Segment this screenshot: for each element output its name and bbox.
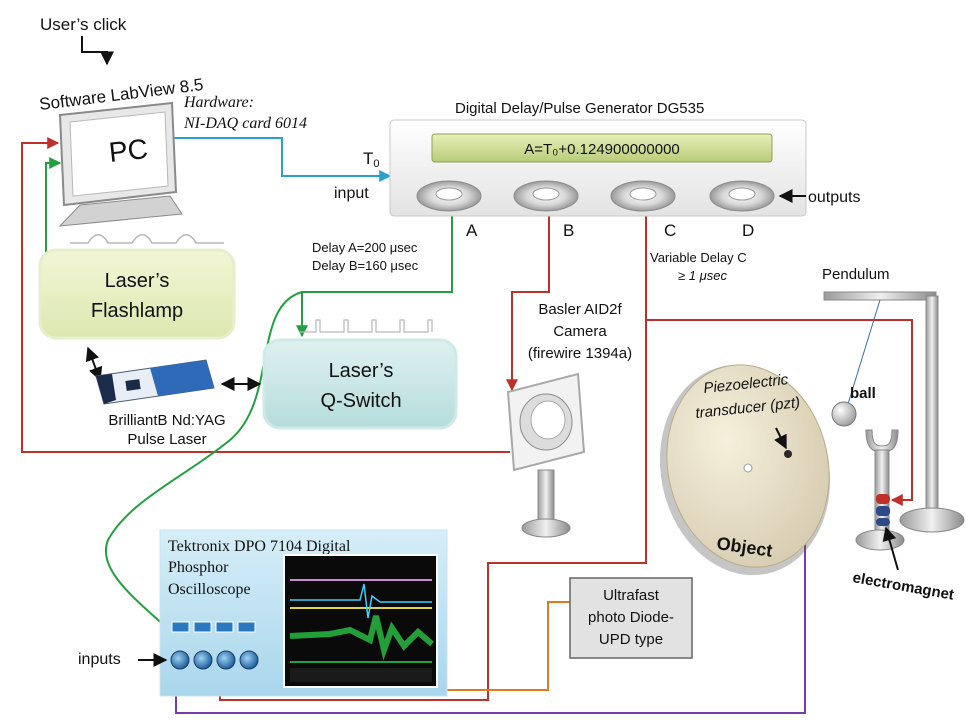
flashlamp-line1: Laser’s	[105, 270, 170, 292]
blue-wire-pc-to-t0	[172, 137, 392, 182]
inputs-label: inputs	[78, 651, 121, 668]
oscilloscope: Tektronix DPO 7104 Digital Phosphor Osci…	[159, 529, 448, 697]
input-knob-2[interactable]	[193, 650, 213, 670]
output-knob-b[interactable]	[513, 180, 579, 212]
outputs-label: outputs	[808, 189, 860, 206]
hardware-label-line1: Hardware:	[183, 94, 254, 111]
pc-screen-label: PC	[107, 133, 149, 168]
ball-label: ball	[850, 385, 876, 402]
laser-head-icon	[95, 359, 215, 405]
electromagnet-arrow	[882, 526, 899, 571]
output-knob-a[interactable]	[416, 180, 482, 212]
input-knob-1[interactable]	[170, 650, 190, 670]
delay-generator-title: Digital Delay/Pulse Generator DG535	[455, 100, 704, 117]
input-knob-4[interactable]	[239, 650, 259, 670]
photodiode-line1: Ultrafast	[603, 587, 660, 604]
qswitch-line1: Laser’s	[329, 360, 394, 382]
oscilloscope-line1: Tektronix DPO 7104 Digital	[168, 538, 351, 555]
green-wire-a-to-qswitch	[296, 205, 453, 338]
oscilloscope-line2: Phosphor	[168, 559, 229, 576]
pendulum-ball	[831, 401, 857, 427]
laser-line2: Pulse Laser	[127, 431, 206, 448]
oscilloscope-line3: Oscilloscope	[168, 581, 251, 598]
object-disk	[659, 364, 831, 576]
qswitch-pulse-train	[300, 319, 433, 333]
users-click-label: User’s click	[40, 15, 127, 34]
channel-d-label: D	[742, 221, 754, 240]
variable-delay-line2: ≥ 1 μsec	[678, 268, 727, 283]
qswitch-line2: Q-Switch	[320, 390, 401, 412]
oscilloscope-buttons[interactable]	[171, 621, 256, 633]
delay-generator-display: A=T₀+0.124900000000	[524, 141, 680, 158]
users-click-arrow	[81, 36, 114, 66]
camera-icon	[506, 372, 586, 538]
flashlamp-line2: Flashlamp	[91, 300, 183, 322]
red-wire-b-to-camera	[506, 205, 550, 392]
photodiode-box: Ultrafast photo Diode- UPD type	[569, 577, 693, 659]
channel-a-label: A	[466, 221, 478, 240]
photodiode-line2: photo Diode-	[588, 609, 674, 626]
input-label: input	[334, 185, 369, 202]
pendulum-stand	[823, 291, 965, 533]
hardware-label-line2: NI-DAQ card 6014	[183, 115, 307, 132]
channel-b-label: B	[563, 221, 574, 240]
camera-line1: Basler AID2f	[538, 301, 622, 318]
camera-line2: Camera	[553, 323, 607, 340]
pzt-arrow	[774, 427, 787, 450]
oscilloscope-screen	[283, 554, 438, 688]
delays-label-line2: Delay B=160 μsec	[312, 258, 419, 273]
photodiode-line3: UPD type	[599, 631, 663, 648]
pendulum-label: Pendulum	[822, 266, 890, 283]
output-knob-d[interactable]	[709, 180, 775, 212]
output-knob-c[interactable]	[610, 180, 676, 212]
input-knob-3[interactable]	[216, 650, 236, 670]
camera-line3: (firewire 1394a)	[528, 345, 632, 362]
red-wire-c-to-electromagnet	[645, 205, 913, 506]
pc-monitor: PC	[58, 101, 183, 227]
t0-label: T0	[363, 149, 380, 170]
flashlamp-laser-arrow	[85, 346, 103, 382]
flashlamp-box: Laser’s Flashlamp	[38, 248, 236, 340]
delays-label-line1: Delay A=200 μsec	[312, 240, 418, 255]
variable-delay-line1: Variable Delay C	[650, 250, 747, 265]
flashlamp-pulse-train	[70, 234, 224, 244]
delay-generator: Digital Delay/Pulse Generator DG535 A=T₀…	[389, 100, 807, 217]
green-wire-flashlamp-to-pc	[45, 157, 62, 258]
electromagnet-stand	[855, 429, 905, 551]
pzt-icon	[784, 450, 792, 458]
channel-c-label: C	[664, 221, 676, 240]
laser-line1: BrilliantB Nd:YAG	[108, 412, 225, 429]
electromagnet-label: electromagnet	[851, 569, 955, 604]
qswitch-box: Laser’s Q-Switch	[262, 338, 458, 430]
red-wire-camera-to-pc	[21, 137, 510, 453]
